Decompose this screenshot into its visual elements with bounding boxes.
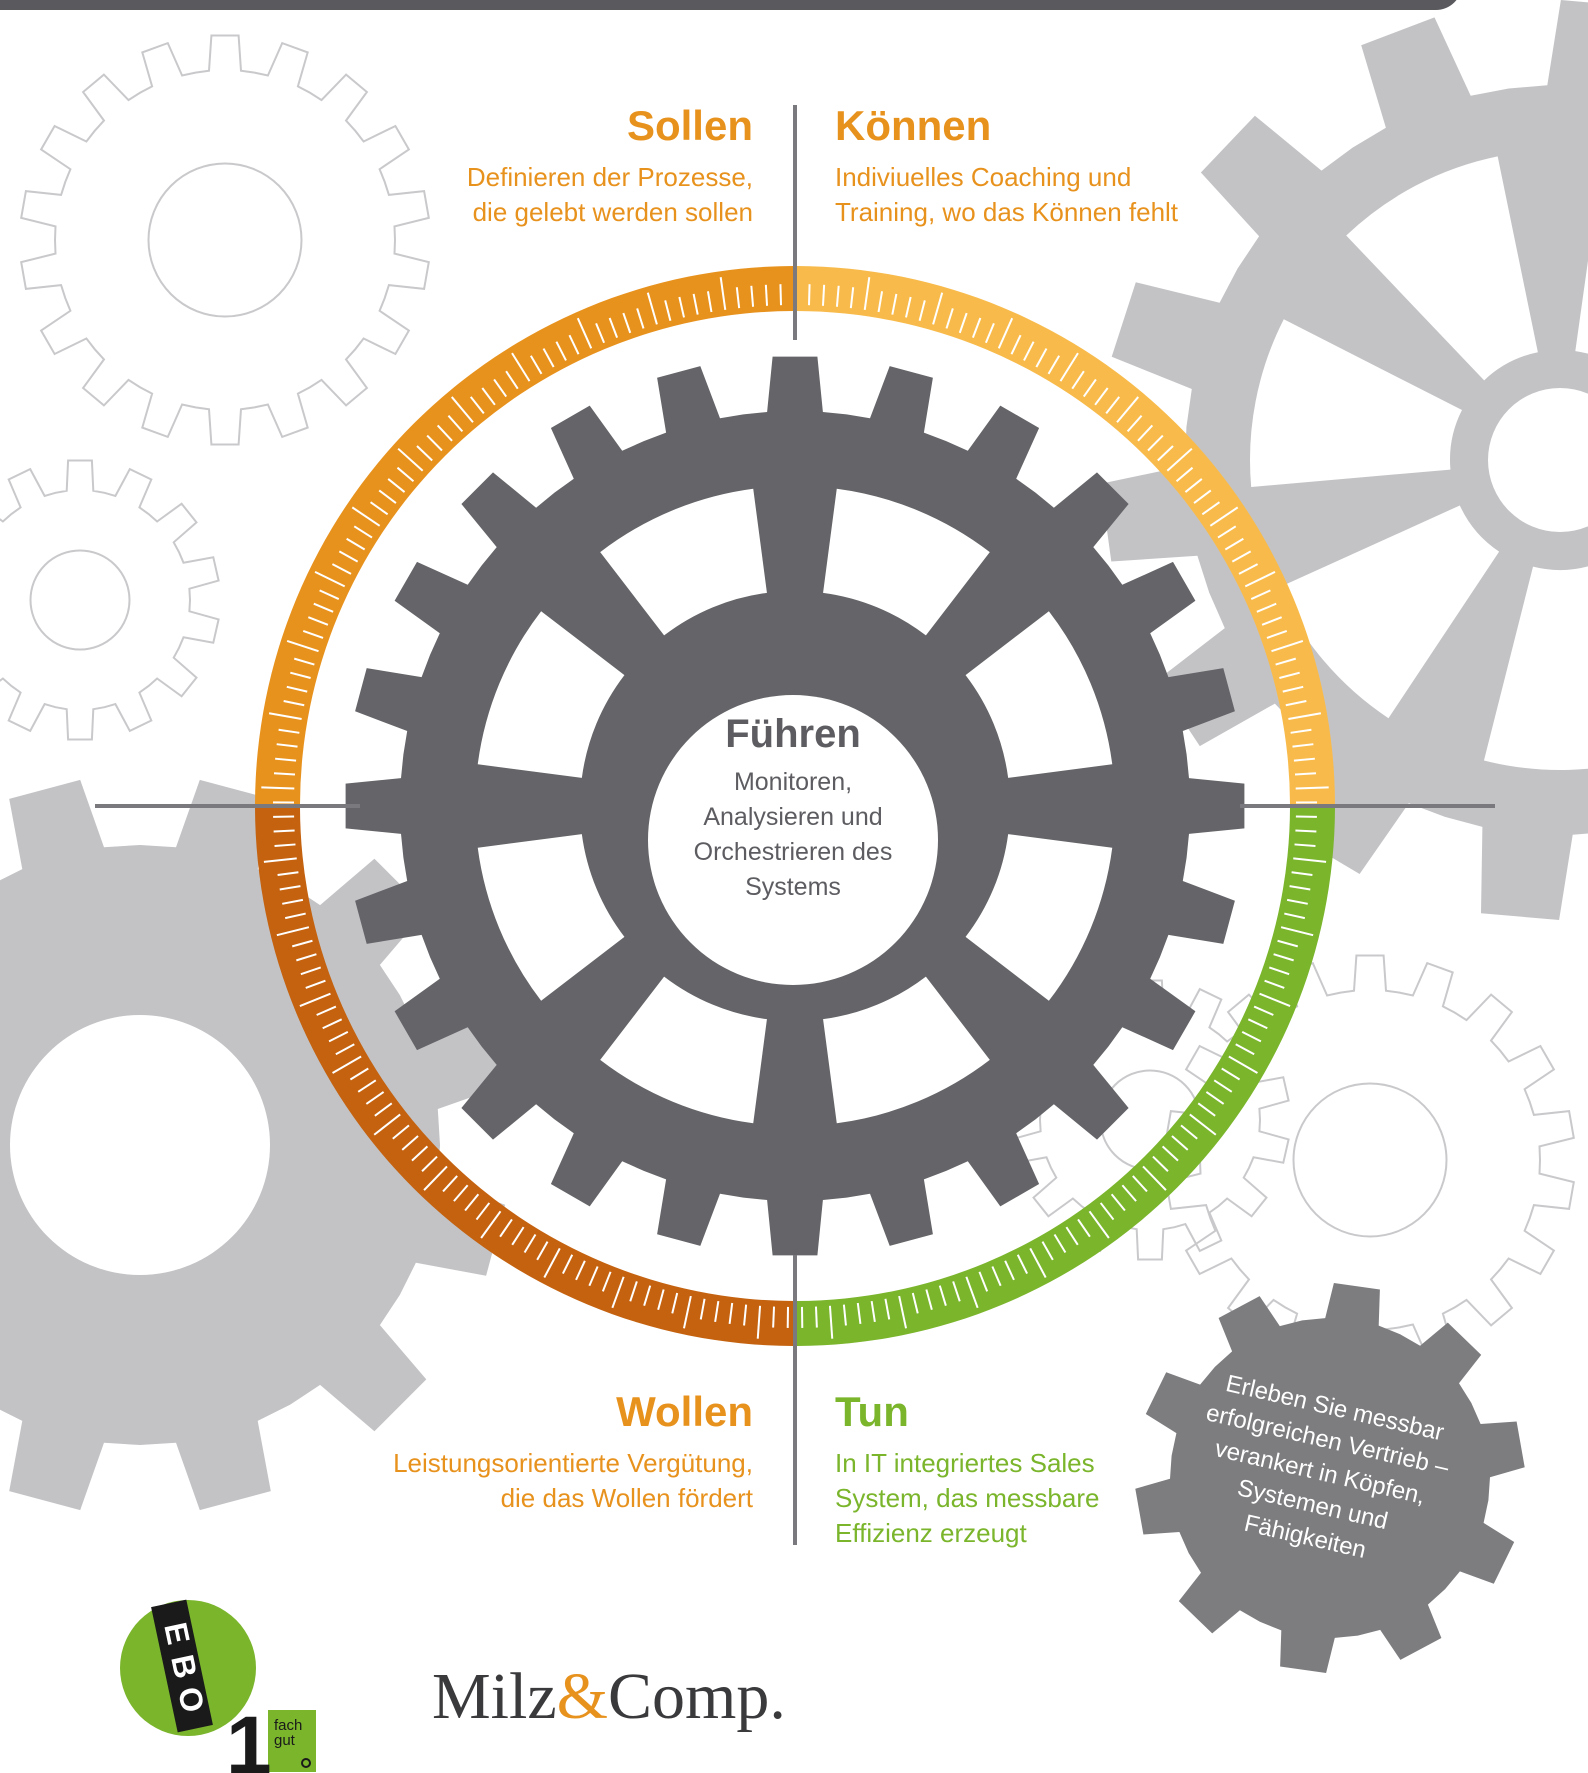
ebo-logo: E B O 1 fach gut bbox=[118, 1598, 348, 1773]
ring-tick bbox=[766, 285, 767, 306]
center-hub: Führen Monitoren, Analysieren und Orches… bbox=[648, 695, 938, 985]
quadrant-desc-line: System, das messbare bbox=[835, 1481, 1099, 1516]
center-desc-line: Systems bbox=[648, 870, 938, 905]
ring-tick bbox=[780, 284, 781, 305]
quadrant-desc-koennen: Indiviuelles Coaching und Training, wo d… bbox=[835, 160, 1178, 230]
center-desc-line: Monitoren, bbox=[648, 765, 938, 800]
sketch-gear bbox=[0, 461, 219, 740]
ebo-logo-small-2: gut bbox=[274, 1732, 296, 1749]
quadrant-desc-line: die gelebt werden sollen bbox=[467, 195, 753, 230]
ring-tick bbox=[1296, 787, 1329, 788]
quadrant-title-koennen: Können bbox=[835, 102, 991, 150]
milz-logo-part1: Milz bbox=[432, 1660, 557, 1733]
milz-logo-part2: Comp. bbox=[608, 1660, 786, 1733]
quadrant-desc-line: In IT integriertes Sales bbox=[835, 1446, 1099, 1481]
quadrant-desc-sollen: Definieren der Prozesse, die gelebt werd… bbox=[467, 160, 753, 230]
quadrant-title-sollen: Sollen bbox=[627, 102, 753, 150]
ring-tick bbox=[1295, 773, 1316, 774]
ring-tick bbox=[809, 284, 810, 305]
ring-tick bbox=[261, 787, 294, 788]
sketch-gear bbox=[21, 36, 429, 445]
ring-tick bbox=[823, 285, 824, 306]
quadrant-desc-line: Leistungsorientierte Vergütung, bbox=[393, 1446, 753, 1481]
milz-comp-logo: Milz&Comp. bbox=[432, 1662, 786, 1732]
milz-logo-ampersand: & bbox=[557, 1660, 608, 1733]
quadrant-desc-line: Indiviuelles Coaching und bbox=[835, 160, 1178, 195]
quadrant-desc-line: Effizienz erzeugt bbox=[835, 1516, 1099, 1551]
center-desc-line: Analysieren und bbox=[648, 800, 938, 835]
quadrant-desc-wollen: Leistungsorientierte Vergütung, die das … bbox=[393, 1446, 753, 1516]
ring-tick bbox=[1295, 830, 1316, 831]
ebo-logo-digit: 1 bbox=[226, 1700, 272, 1773]
quadrant-title-tun: Tun bbox=[835, 1388, 909, 1436]
quadrant-desc-tun: In IT integriertes Sales System, das mes… bbox=[835, 1446, 1099, 1551]
top-bar bbox=[0, 0, 1462, 10]
quadrant-desc-line: Definieren der Prozesse, bbox=[467, 160, 753, 195]
ring-tick bbox=[773, 1307, 774, 1328]
ring-tick bbox=[274, 773, 295, 774]
quadrant-desc-line: die das Wollen fördert bbox=[393, 1481, 753, 1516]
center-desc: Monitoren, Analysieren und Orchestrieren… bbox=[648, 765, 938, 905]
center-title: Führen bbox=[648, 711, 938, 757]
quadrant-title-wollen: Wollen bbox=[616, 1388, 753, 1436]
ring-tick bbox=[274, 830, 295, 831]
ring-tick bbox=[816, 1307, 817, 1328]
quadrant-desc-line: Training, wo das Können fehlt bbox=[835, 195, 1178, 230]
center-desc-line: Orchestrieren des bbox=[648, 835, 938, 870]
